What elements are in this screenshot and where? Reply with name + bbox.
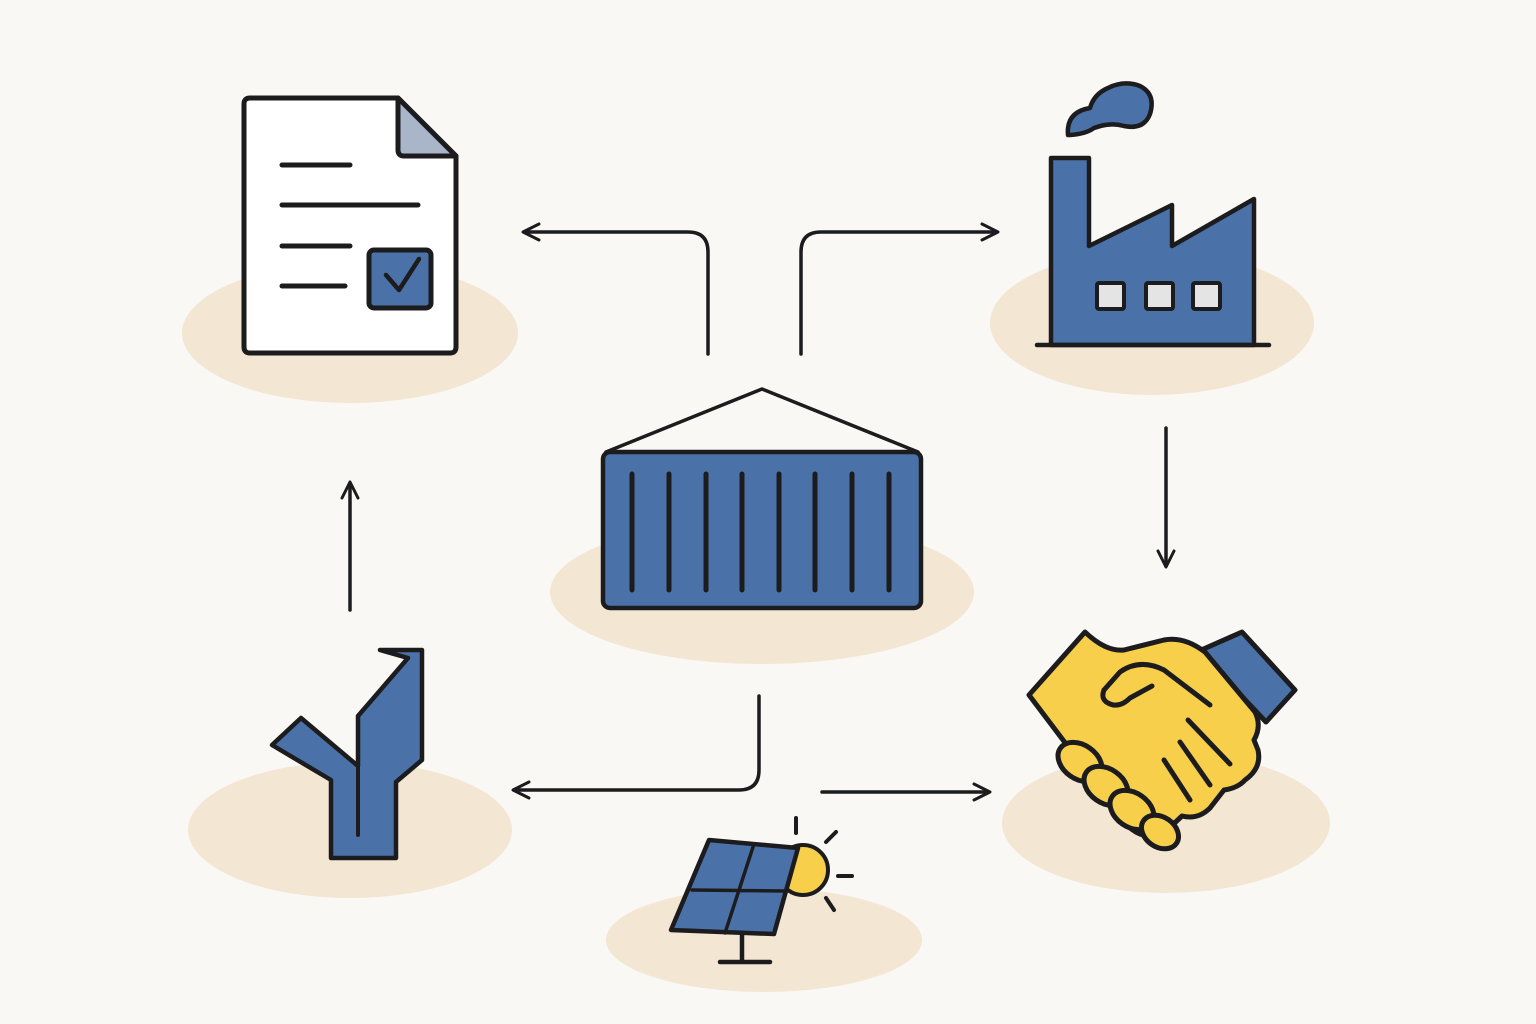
connectors: [340, 222, 1176, 802]
arrow-container-to-document: [521, 222, 710, 356]
solar-panel-sun-icon: [668, 816, 854, 965]
shipping-container-icon: [600, 387, 924, 611]
container-ribs: [629, 471, 892, 593]
factory-icon: [1034, 81, 1272, 348]
split-road-icon: [269, 647, 425, 861]
document-check-icon: [241, 95, 459, 356]
arrow-container-to-split: [511, 694, 761, 800]
arrow-container-to-factory: [799, 222, 1000, 356]
handshake-icon: [1026, 629, 1298, 852]
